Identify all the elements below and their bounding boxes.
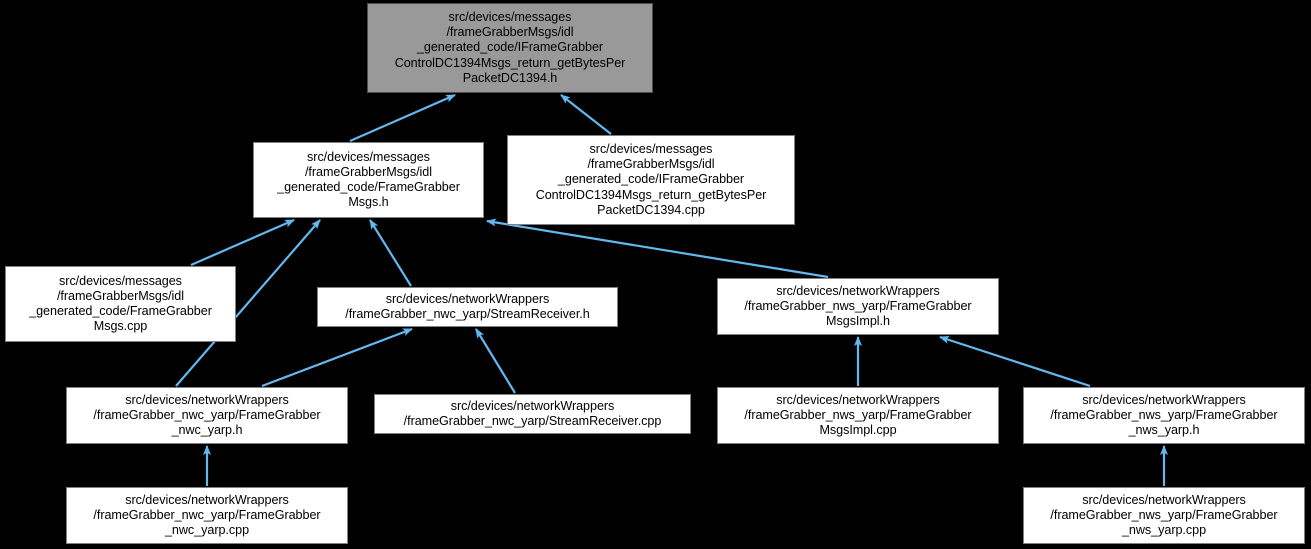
graph-node[interactable]: src/devices/networkWrappers /frameGrabbe… xyxy=(317,287,618,327)
graph-node-label: src/devices/messages /frameGrabberMsgs/i… xyxy=(277,149,460,210)
graph-node-label: src/devices/networkWrappers /frameGrabbe… xyxy=(1050,392,1278,438)
graph-node[interactable]: src/devices/messages /frameGrabberMsgs/i… xyxy=(367,3,653,93)
graph-node-label: src/devices/networkWrappers /frameGrabbe… xyxy=(1050,492,1278,538)
graph-edge xyxy=(190,218,295,267)
graph-edge xyxy=(560,94,612,135)
graph-edge xyxy=(486,218,829,279)
graph-node[interactable]: src/devices/messages /frameGrabberMsgs/i… xyxy=(253,142,484,218)
graph-node[interactable]: src/devices/messages /frameGrabberMsgs/i… xyxy=(507,135,795,225)
graph-node[interactable]: src/devices/networkWrappers /frameGrabbe… xyxy=(717,387,999,444)
graph-node[interactable]: src/devices/messages /frameGrabberMsgs/i… xyxy=(5,266,236,342)
graph-node-label: src/devices/networkWrappers /frameGrabbe… xyxy=(345,291,590,321)
graph-node[interactable]: src/devices/networkWrappers /frameGrabbe… xyxy=(717,278,999,335)
graph-node-label: src/devices/messages /frameGrabberMsgs/i… xyxy=(535,141,767,217)
graph-node[interactable]: src/devices/networkWrappers /frameGrabbe… xyxy=(66,487,348,544)
graph-node-label: src/devices/networkWrappers /frameGrabbe… xyxy=(744,283,972,329)
graph-node-label: src/devices/networkWrappers /frameGrabbe… xyxy=(403,398,662,428)
graph-node[interactable]: src/devices/networkWrappers /frameGrabbe… xyxy=(1023,487,1305,544)
graph-node-label: src/devices/messages /frameGrabberMsgs/i… xyxy=(29,273,212,334)
graph-node-label: src/devices/networkWrappers /frameGrabbe… xyxy=(744,392,972,438)
graph-edge xyxy=(939,335,1091,388)
graph-node-label: src/devices/networkWrappers /frameGrabbe… xyxy=(93,492,321,538)
graph-edge xyxy=(475,328,516,394)
graph-edge xyxy=(349,93,456,143)
graph-edge xyxy=(261,327,413,388)
graph-edge xyxy=(369,219,412,287)
graph-node[interactable]: src/devices/networkWrappers /frameGrabbe… xyxy=(374,394,691,434)
graph-node-label: src/devices/networkWrappers /frameGrabbe… xyxy=(93,392,321,438)
graph-node[interactable]: src/devices/networkWrappers /frameGrabbe… xyxy=(66,387,348,444)
graph-node[interactable]: src/devices/networkWrappers /frameGrabbe… xyxy=(1023,387,1305,444)
graph-node-label: src/devices/messages /frameGrabberMsgs/i… xyxy=(394,9,626,85)
